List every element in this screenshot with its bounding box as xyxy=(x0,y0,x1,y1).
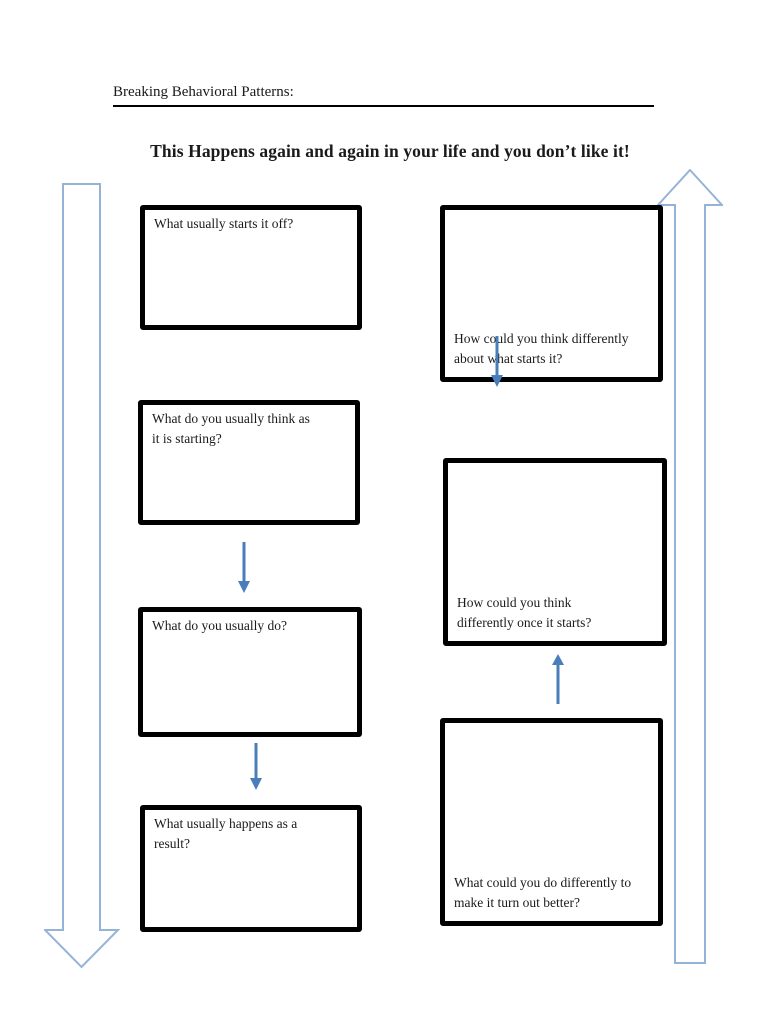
box-text: How could you think differently once it … xyxy=(457,595,592,630)
box-text: What do you usually do? xyxy=(152,618,287,633)
box-what-you-think-as-starting: What do you usually think as it is start… xyxy=(138,400,360,525)
large-down-arrow-icon xyxy=(44,183,120,969)
box-text: What usually happens as a result? xyxy=(154,816,298,851)
box-do-differently-turn-out-better: What could you do differently to make it… xyxy=(440,718,663,926)
box-text: How could you think differently about wh… xyxy=(454,331,629,366)
connector-down-arrow-icon xyxy=(491,336,503,387)
box-what-starts-it-off: What usually starts it off? xyxy=(140,205,362,330)
box-think-differently-once-starts: How could you think differently once it … xyxy=(443,458,667,646)
box-text: What could you do differently to make it… xyxy=(454,875,632,910)
page-heading: This Happens again and again in your lif… xyxy=(150,141,630,161)
box-think-differently-about-start: How could you think differently about wh… xyxy=(440,205,663,382)
connector-down-arrow-icon xyxy=(250,743,262,790)
box-text: What usually starts it off? xyxy=(154,216,294,231)
page-title: Breaking Behavioral Patterns: xyxy=(113,83,654,107)
box-what-you-usually-do: What do you usually do? xyxy=(138,607,362,737)
box-what-happens-as-result: What usually happens as a result? xyxy=(140,805,362,932)
connector-down-arrow-icon xyxy=(238,542,250,593)
connector-up-arrow-icon xyxy=(552,654,564,704)
box-text: What do you usually think as it is start… xyxy=(152,411,310,446)
